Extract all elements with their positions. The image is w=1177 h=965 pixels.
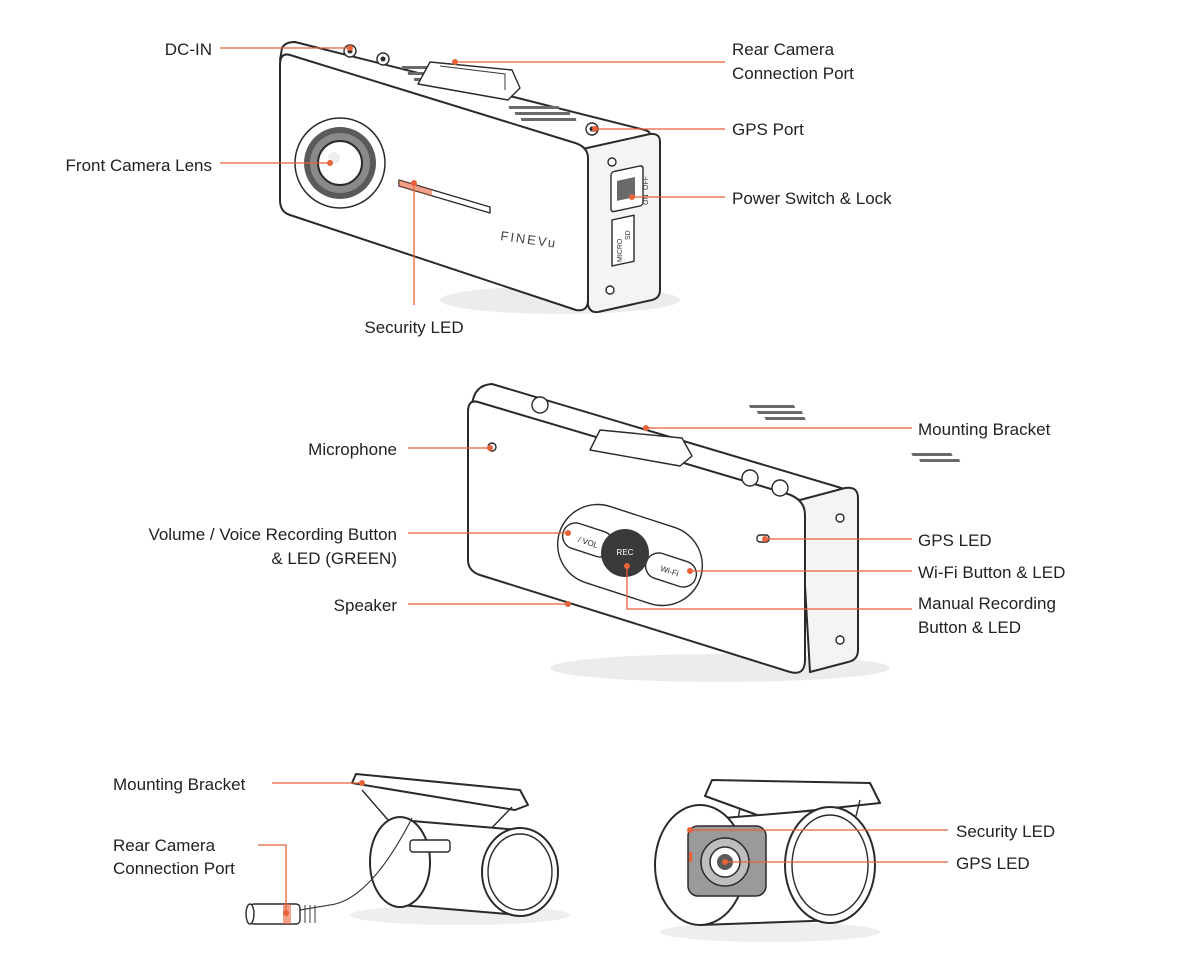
rear-view-device: / VOL REC Wi-Fi	[467, 383, 961, 682]
rec-button[interactable]: REC	[617, 548, 634, 557]
label-rear-camera-port-2: Connection Port	[732, 64, 854, 83]
label-volume-button-2: & LED (GREEN)	[271, 549, 397, 568]
label-rc-mounting-bracket: Mounting Bracket	[113, 775, 246, 794]
label-rear-camera-port-1: Rear Camera	[732, 40, 835, 59]
power-switch-icon	[610, 165, 644, 213]
on-print: ON	[643, 195, 650, 206]
label-microphone: Microphone	[308, 440, 397, 459]
label-gps-led: GPS LED	[918, 531, 992, 550]
label-dc-in: DC-IN	[165, 40, 212, 59]
label-rc-connection-port-2: Connection Port	[113, 859, 235, 878]
label-front-security-led: Security LED	[364, 318, 463, 337]
front-view-device: OFF ON SD MICRO FINEVu	[279, 41, 680, 314]
rear-connection-port-icon	[245, 903, 316, 925]
micro-print: MICRO	[617, 238, 624, 262]
label-speaker: Speaker	[334, 596, 398, 615]
label-front-camera-lens: Front Camera Lens	[66, 156, 212, 175]
off-print: OFF	[643, 176, 650, 190]
rear-leader-lines	[408, 425, 912, 610]
rear-button-cluster	[556, 503, 704, 607]
label-manual-rec-1: Manual Recording	[918, 594, 1056, 613]
label-power-switch: Power Switch & Lock	[732, 189, 892, 208]
rear-camera-side-view	[245, 773, 570, 925]
rear-camera-front-view	[654, 779, 881, 942]
rc-security-led-icon	[689, 852, 692, 862]
label-wifi-button: Wi-Fi Button & LED	[918, 563, 1065, 582]
label-gps-port: GPS Port	[732, 120, 804, 139]
label-rc-security-led: Security LED	[956, 822, 1055, 841]
label-rc-gps-led: GPS LED	[956, 854, 1030, 873]
front-leader-lines	[220, 45, 725, 305]
label-volume-button-1: Volume / Voice Recording Button	[148, 525, 397, 544]
front-camera-lens-icon	[294, 117, 386, 209]
label-mounting-bracket: Mounting Bracket	[918, 420, 1051, 439]
label-rc-connection-port-1: Rear Camera	[113, 836, 216, 855]
label-manual-rec-2: Button & LED	[918, 618, 1021, 637]
sd-print: SD	[625, 230, 632, 240]
